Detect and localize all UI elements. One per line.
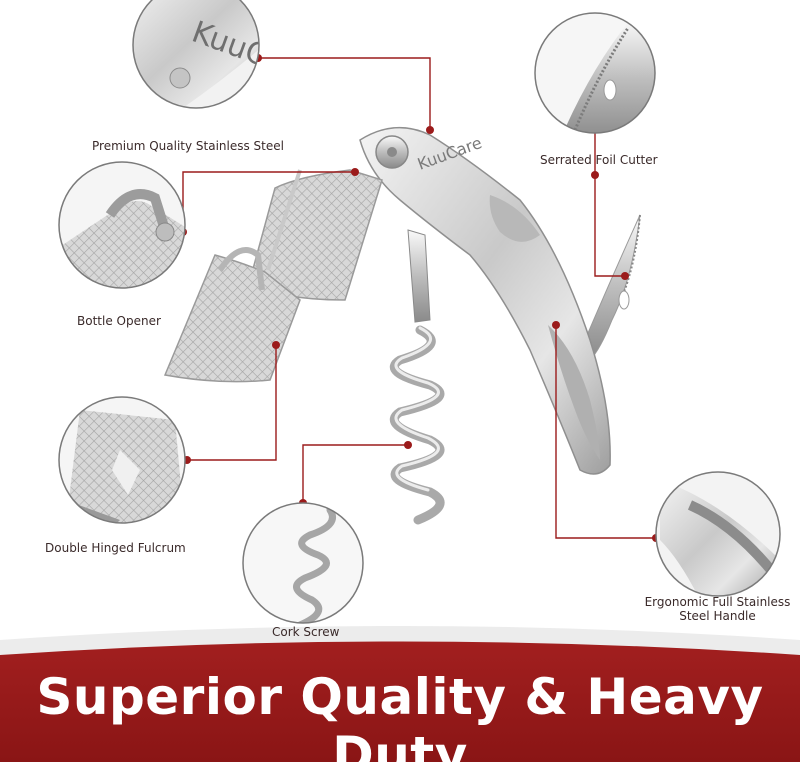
label-ergonomic-handle: Ergonomic Full Stainless Steel Handle xyxy=(640,595,795,623)
zoom-circle-opener xyxy=(58,161,186,289)
label-bottle-opener: Bottle Opener xyxy=(77,314,161,328)
product-illustration: KuuCare xyxy=(0,0,800,762)
label-ergonomic-handle-line2: Steel Handle xyxy=(679,609,756,623)
banner-bar xyxy=(0,641,800,762)
zoom-circle-corkscrew xyxy=(242,502,364,624)
zoom-circle-foil-cutter xyxy=(534,12,656,134)
label-serrated-foil-cutter: Serrated Foil Cutter xyxy=(540,153,658,167)
zoom-circle-steel: KuuCare xyxy=(132,0,260,109)
label-double-hinged-fulcrum: Double Hinged Fulcrum xyxy=(45,541,186,555)
label-cork-screw: Cork Screw xyxy=(272,625,340,639)
label-premium-steel: Premium Quality Stainless Steel xyxy=(92,139,284,153)
corkscrew-product: KuuCare xyxy=(163,126,641,525)
leader-lines xyxy=(182,57,656,539)
zoom-circle-handle xyxy=(655,471,781,597)
banner-title: Superior Quality & Heavy Duty xyxy=(36,668,764,784)
label-ergonomic-handle-line1: Ergonomic Full Stainless xyxy=(644,595,791,609)
zoom-circle-fulcrum xyxy=(58,396,186,524)
